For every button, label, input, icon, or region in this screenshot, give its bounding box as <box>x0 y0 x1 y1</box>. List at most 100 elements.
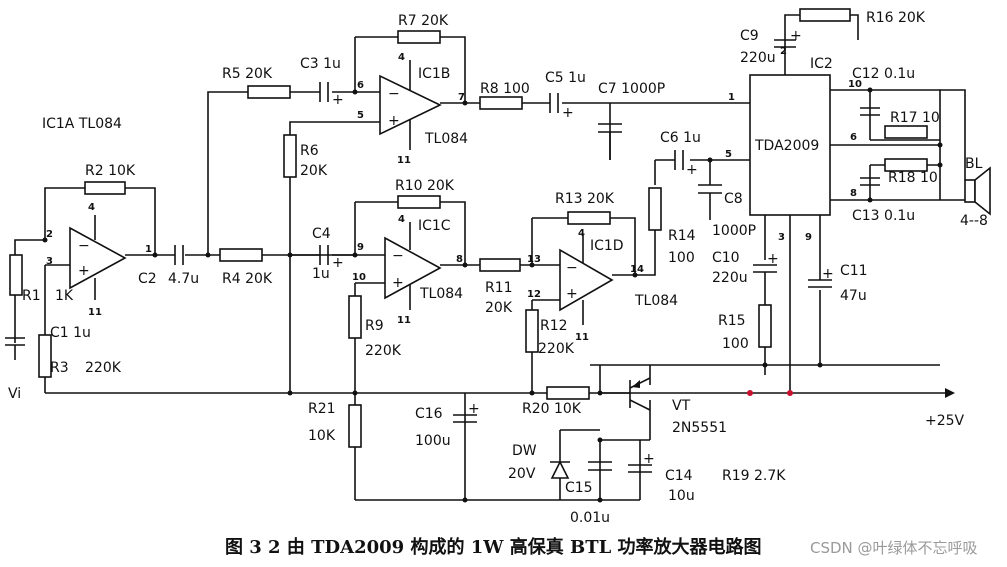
capacitor-c8 <box>698 184 722 210</box>
label-c4-value: 1u <box>312 266 330 282</box>
svg-text:+: + <box>78 263 90 279</box>
resistor-r17 <box>884 125 928 139</box>
speaker-bl <box>964 166 991 216</box>
label-c5: C5 1u <box>545 70 586 86</box>
label-r9: R9 <box>365 318 384 334</box>
pin-11-ic1c: 11 <box>397 315 411 326</box>
label-r4: R4 20K <box>222 271 273 287</box>
label-c10: C10 <box>712 250 740 266</box>
svg-text:+: + <box>566 286 578 302</box>
label-c13: C13 0.1u <box>852 208 915 224</box>
label-c11: C11 <box>840 263 868 279</box>
svg-text:+: + <box>388 113 400 129</box>
label-vt-value: 2N5551 <box>672 420 727 436</box>
label-r1: R1 <box>22 288 41 304</box>
resistor-r8 <box>479 96 523 110</box>
resistor-r11 <box>479 258 521 272</box>
pin-8-ic1c: 8 <box>456 254 463 265</box>
pin-5-ic1b: 5 <box>357 110 364 121</box>
label-ic2: IC2 <box>810 56 833 72</box>
label-c2: C2 <box>138 271 157 287</box>
wiring <box>14 14 966 501</box>
svg-text:−: − <box>78 238 90 254</box>
label-c10-value: 220u <box>712 270 748 286</box>
resistor-r9 <box>348 295 362 339</box>
resistor-r2 <box>84 181 126 195</box>
resistor-r14 <box>648 187 662 231</box>
capacitor-c5: + <box>549 93 574 121</box>
pin-7-ic1b: 7 <box>458 92 465 103</box>
label-vi: Vi <box>8 386 21 402</box>
pin-11-ic1d: 11 <box>575 332 589 343</box>
pin-14-ic1d: 14 <box>630 264 644 275</box>
pin-2-tda2009: 2 <box>780 46 787 57</box>
label-c11-value: 47u <box>840 288 867 304</box>
label-c8-value: 1000P <box>712 223 756 239</box>
label-r3-value: 220K <box>85 360 122 376</box>
label-r2: R2 10K <box>85 163 136 179</box>
pin-3-ic1a: 3 <box>46 256 53 267</box>
label-vcc: +25V <box>925 413 965 429</box>
opamp-ic1a: −+ <box>69 215 127 300</box>
label-r3: R3 <box>50 360 69 376</box>
pin-10-ic1c: 10 <box>352 272 366 283</box>
label-tl084-d: TL084 <box>634 293 678 309</box>
resistor-r16 <box>799 8 851 22</box>
label-r12-value: 220K <box>538 341 575 357</box>
label-bl-value: 4--8 <box>960 213 988 229</box>
opamp-ic1c: −+ <box>384 222 442 310</box>
label-r20: R20 10K <box>522 401 582 417</box>
pin-2-ic1a: 2 <box>46 229 53 240</box>
label-ic1c: IC1C <box>418 218 451 234</box>
resistor-r5 <box>247 85 291 99</box>
label-c9-value: 220u <box>740 50 776 66</box>
label-r11-value: 20K <box>485 300 513 316</box>
label-c4: C4 <box>312 226 331 242</box>
capacitor-c6: + <box>674 150 698 178</box>
capacitor-c7 <box>598 123 622 160</box>
pin-4-ic1d: 4 <box>578 228 585 239</box>
label-r19: R19 2.7K <box>722 468 786 484</box>
svg-text:+: + <box>332 255 344 271</box>
pin-10-tda2009: 10 <box>848 79 862 90</box>
label-r15: R15 <box>718 313 746 329</box>
resistor-r12 <box>525 309 539 353</box>
capacitor-c3: + <box>319 82 344 108</box>
label-ic1d: IC1D <box>590 238 624 254</box>
capacitors: + + + + + + + + + <box>5 28 880 473</box>
pin-6-ic1b: 6 <box>357 80 364 91</box>
label-r9-value: 220K <box>365 343 402 359</box>
capacitor-c13 <box>860 177 880 186</box>
pin-9-ic1c: 9 <box>357 242 364 253</box>
label-c16: C16 <box>415 406 443 422</box>
watermark: CSDN @叶绿体不忘呼吸 <box>810 539 978 557</box>
capacitor-c15 <box>588 461 612 471</box>
pin-5-tda2009: 5 <box>725 149 732 160</box>
label-dw: DW <box>512 443 537 459</box>
zener-diode-dw <box>550 460 570 479</box>
pin-11-ic1a: 11 <box>88 307 102 318</box>
capacitor-c4: + <box>319 245 344 271</box>
resistor-r20 <box>546 386 590 400</box>
resistor-r18 <box>884 158 928 172</box>
label-r1-value: 1K <box>55 288 74 304</box>
svg-text:+: + <box>392 275 404 291</box>
resistor-r6 <box>283 134 297 178</box>
capacitor-c12 <box>860 107 880 116</box>
label-r6: R6 <box>300 143 319 159</box>
label-r8: R8 100 <box>480 81 530 97</box>
capacitor-c10: + <box>753 251 779 305</box>
label-tl084-c: TL084 <box>419 286 463 302</box>
svg-text:−: − <box>388 86 400 102</box>
capacitor-c16: + <box>453 401 480 423</box>
resistor-r3 <box>38 334 52 378</box>
label-r16: R16 20K <box>866 10 926 26</box>
svg-text:+: + <box>767 251 779 267</box>
resistor-r4 <box>219 248 263 262</box>
resistor-r21 <box>348 404 362 448</box>
pin-6-tda2009: 6 <box>850 132 857 143</box>
resistor-r13 <box>567 211 611 225</box>
svg-text:+: + <box>822 266 834 282</box>
transistor-vt <box>629 377 651 411</box>
